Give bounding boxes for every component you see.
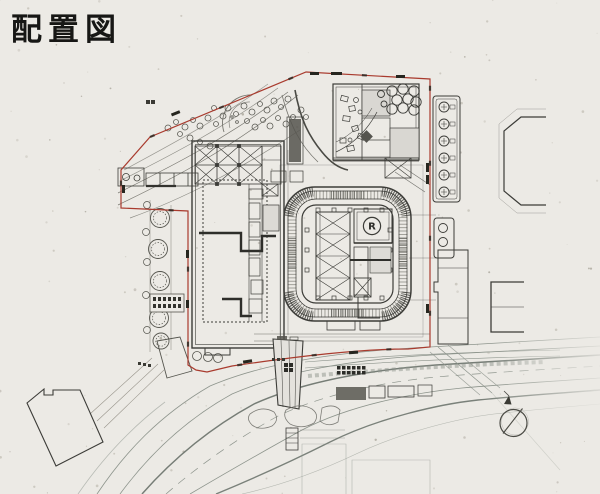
neighbor-building-bottom-left xyxy=(26,387,104,467)
park-tree xyxy=(148,239,168,259)
illegible-bridge-label xyxy=(284,363,293,372)
entry-structures xyxy=(117,167,199,188)
tree-cluster xyxy=(377,83,422,116)
plaza-shapes xyxy=(248,405,345,439)
north-arrow-icon xyxy=(499,390,529,438)
illegible-road-label xyxy=(337,366,366,375)
boundary-annotation-marks xyxy=(122,72,429,364)
road-ramp-lines xyxy=(429,344,561,471)
page-title: 配置図 xyxy=(11,12,122,47)
site-boundary-line xyxy=(120,71,431,373)
park-strip xyxy=(89,200,223,429)
helipad-label: R xyxy=(368,222,376,233)
pedestrian-bridge xyxy=(272,336,304,451)
street-furniture-pads xyxy=(336,384,433,400)
road-side-pads xyxy=(301,443,431,494)
podium-building xyxy=(191,140,285,356)
tower-building: R xyxy=(254,116,436,342)
street-planters xyxy=(432,95,461,259)
planter-trees xyxy=(438,101,456,198)
park-tree xyxy=(150,208,170,228)
park-tree xyxy=(150,271,170,291)
site-boundary xyxy=(119,70,432,374)
park-tree xyxy=(152,332,170,350)
illegible-corner-label xyxy=(138,100,285,367)
park-sign-label xyxy=(149,293,185,313)
neighbor-buildings-right xyxy=(433,108,546,345)
landscape-paths xyxy=(117,83,349,219)
roof-equipment xyxy=(339,94,366,152)
annex-building xyxy=(332,83,431,193)
